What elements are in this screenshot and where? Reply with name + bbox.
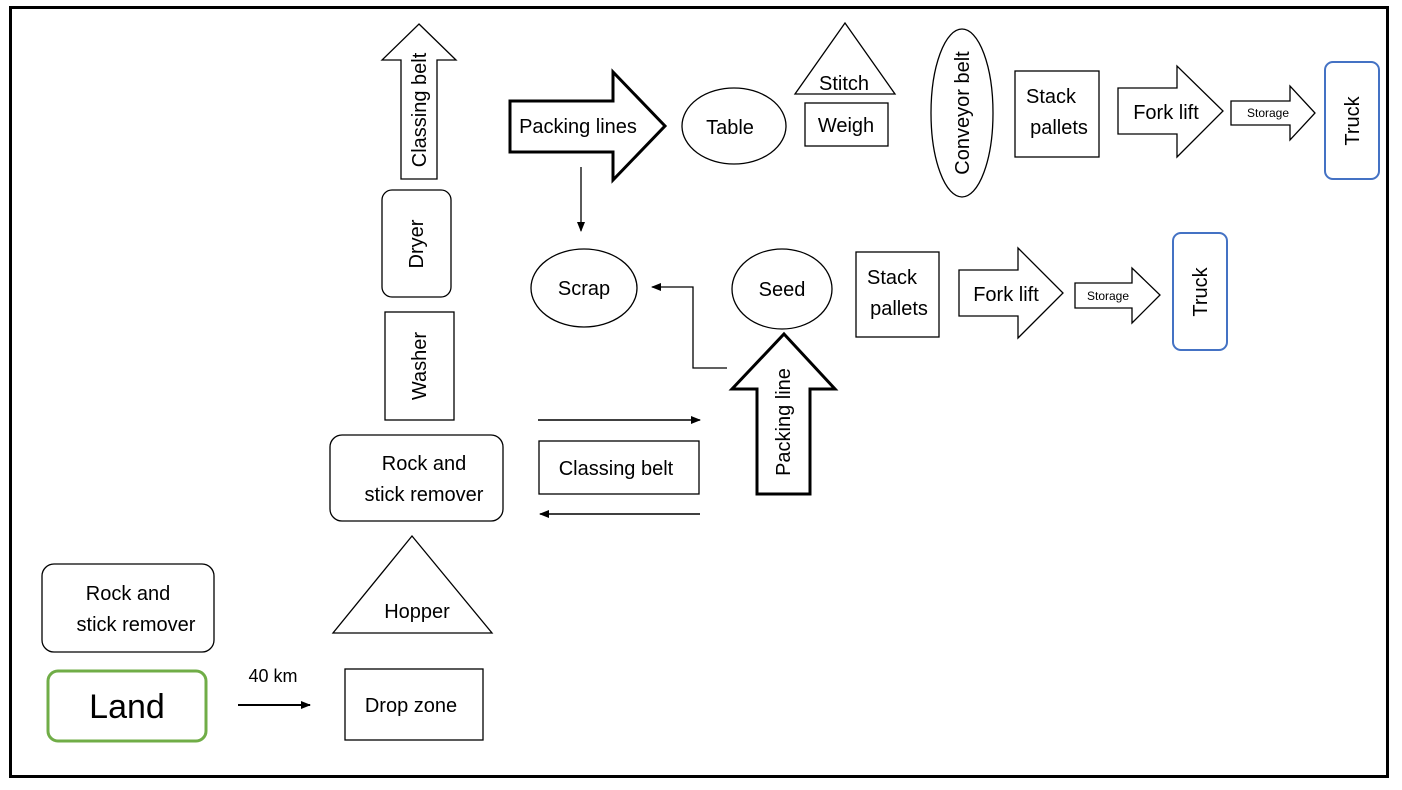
scrap-node: Scrap <box>530 248 638 328</box>
packing-lines-arrow: Packing lines <box>508 68 668 184</box>
stack-pallets-top-node: Stack pallets <box>1014 70 1100 158</box>
stitch-node: Stitch <box>793 21 897 95</box>
storage-bottom-label: Storage <box>1087 289 1129 303</box>
storage-top-label: Storage <box>1247 106 1289 120</box>
diagram-frame <box>9 6 1389 778</box>
packing-line-arrow: Packing line <box>728 331 839 496</box>
rock-stick-remover-mid-line1: Rock and <box>382 453 467 475</box>
truck-bottom-node: Truck <box>1172 232 1228 351</box>
dryer-label: Dryer <box>406 219 428 268</box>
rock-stick-remover-mid-node: Rock and stick remover <box>329 434 504 522</box>
truck-top-node: Truck <box>1324 61 1380 180</box>
washer-node: Washer <box>384 311 455 421</box>
stack-pallets-top-line1: Stack <box>1026 86 1077 108</box>
distance-arrow: 40 km <box>238 666 311 709</box>
classing-belt-horizontal-label: Classing belt <box>559 458 674 480</box>
table-label: Table <box>706 117 754 139</box>
land-label: Land <box>89 688 165 726</box>
seed-label: Seed <box>759 279 806 301</box>
table-node: Table <box>681 87 787 165</box>
storage-bottom-arrow: Storage <box>1074 266 1161 325</box>
rock-stick-remover-left-line2: stick remover <box>77 614 196 636</box>
truck-bottom-label: Truck <box>1190 266 1212 316</box>
stack-pallets-bottom-node: Stack pallets <box>855 251 940 338</box>
rock-stick-remover-left-line1: Rock and <box>86 583 171 605</box>
packing-line-to-scrap-connector <box>651 283 727 369</box>
seed-node: Seed <box>731 248 833 330</box>
distance-label: 40 km <box>248 666 297 686</box>
fork-lift-top-arrow: Fork lift <box>1117 64 1224 159</box>
rock-stick-remover-mid-line2: stick remover <box>365 484 484 506</box>
dryer-node: Dryer <box>381 189 452 298</box>
weigh-label: Weigh <box>818 115 874 137</box>
stack-pallets-top-line2: pallets <box>1030 117 1088 139</box>
stitch-label: Stitch <box>819 73 869 95</box>
stack-pallets-bottom-line2: pallets <box>870 298 928 320</box>
rock-stick-remover-left-node: Rock and stick remover <box>41 563 215 653</box>
classing-belt-vertical-label: Classing belt <box>409 52 431 167</box>
hopper-node: Hopper <box>331 534 494 634</box>
classing-belt-horizontal-group: Classing belt <box>538 416 701 518</box>
drop-zone-label: Drop zone <box>365 695 457 717</box>
washer-label: Washer <box>409 332 431 401</box>
conveyor-belt-node: Conveyor belt <box>930 28 994 198</box>
packing-lines-label: Packing lines <box>519 116 637 138</box>
packing-line-label: Packing line <box>773 368 795 476</box>
drop-zone-node: Drop zone <box>344 668 484 741</box>
truck-top-label: Truck <box>1342 95 1364 145</box>
land-node: Land <box>46 669 208 743</box>
fork-lift-bottom-label: Fork lift <box>973 284 1039 306</box>
weigh-node: Weigh <box>804 102 889 147</box>
storage-top-arrow: Storage <box>1230 84 1316 142</box>
scrap-label: Scrap <box>558 278 610 300</box>
hopper-label: Hopper <box>384 601 450 623</box>
classing-belt-vertical-arrow: Classing belt <box>380 23 458 180</box>
fork-lift-bottom-arrow: Fork lift <box>958 246 1064 340</box>
stack-pallets-bottom-line1: Stack <box>867 267 918 289</box>
conveyor-belt-label: Conveyor belt <box>952 51 974 175</box>
fork-lift-top-label: Fork lift <box>1133 102 1199 124</box>
